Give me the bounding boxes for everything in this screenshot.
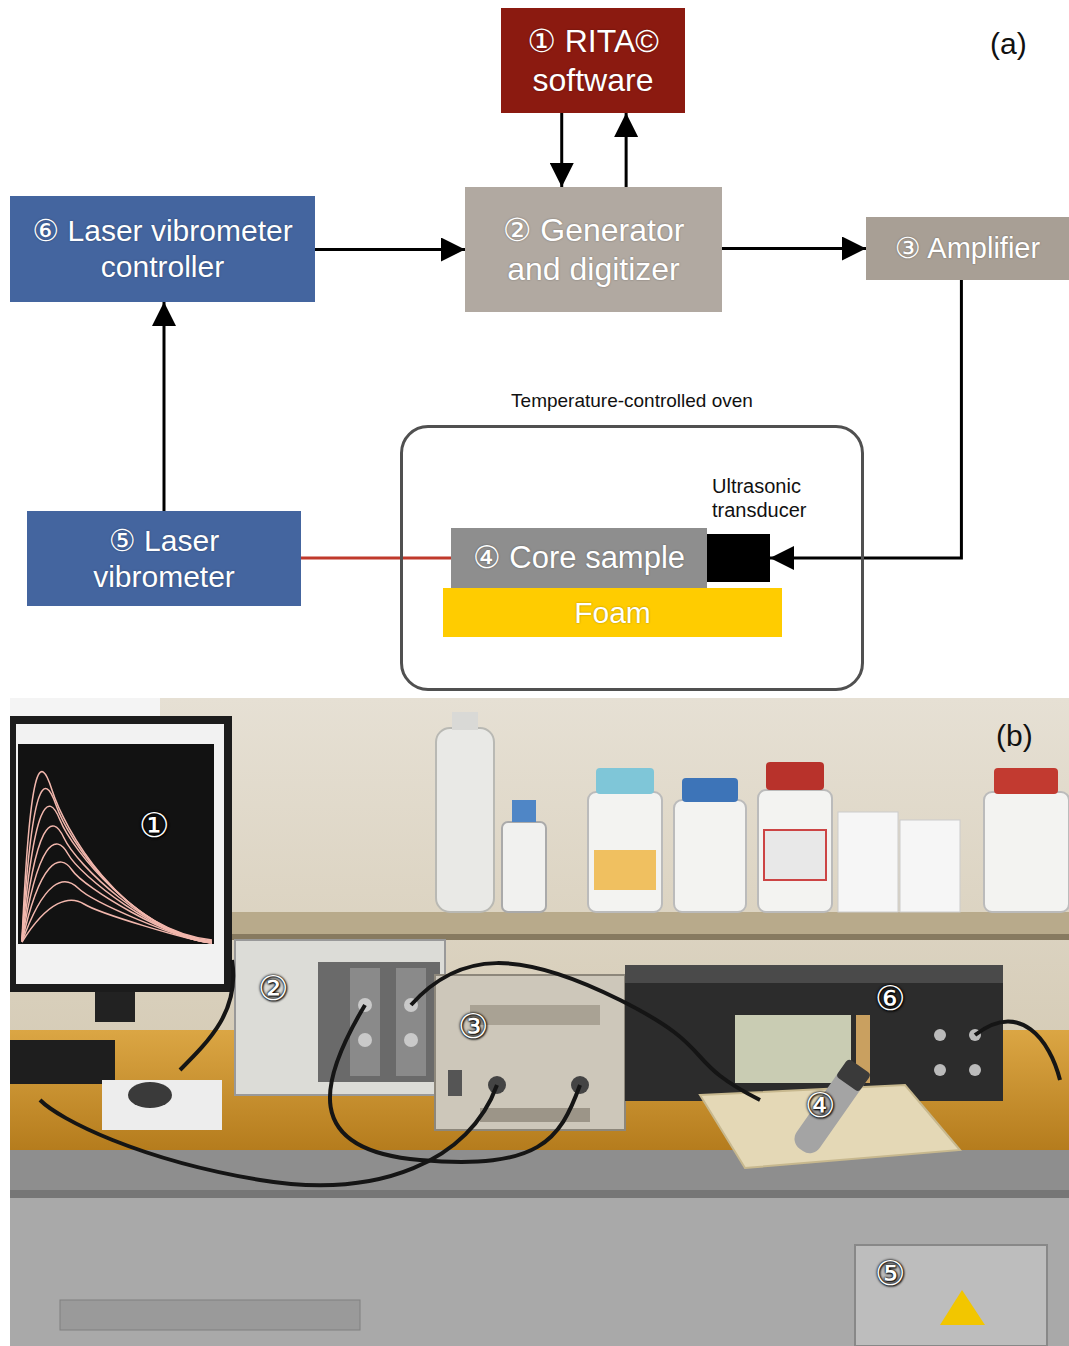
node-text: ① RITA© software [513,22,673,99]
process-box: ② Generator and digitizer [465,187,722,312]
photo-small-bottle [502,822,546,912]
photo-plot [18,744,214,944]
photo-bnc [358,1033,372,1047]
software-box: ① RITA© software [501,8,685,113]
node-text: ③ Amplifier [895,231,1040,266]
node-text: Foam [574,595,651,631]
photo-laser-warning [940,1290,985,1325]
photo-water-bottle [436,728,494,912]
callout-number: ③ [458,1006,488,1047]
node-text: ② Generator and digitizer [477,211,710,288]
photo-bottle-cap [512,800,536,822]
photo-monitor-stand [95,992,135,1022]
photo-wall [10,698,1069,1346]
photo-desk-drawer [60,1300,360,1330]
photo-bottle-label [764,830,826,880]
photo-shelf [225,912,1069,934]
photo-bottle-cap [682,778,738,802]
photo-bottle-cap [596,768,654,794]
photo-controller-top [625,965,1003,983]
photo-white-box [900,820,960,912]
photo-amp-switch [448,1070,462,1096]
device-box: ⑥ Laser vibrometer controller [10,196,315,302]
photo-screen [16,724,224,984]
foam-box: Foam [443,588,782,637]
photo-desk-edge [10,1150,1069,1190]
photo-fluka-bottle [588,792,662,912]
signal-arrow [315,248,465,251]
photo-sigma-bottle [984,792,1069,912]
photo-paper [102,1080,222,1130]
node-text: ⑥ Laser vibrometer controller [22,213,303,285]
panel-label: (a) [990,26,1027,62]
node-caption: Temperature-controlled oven [403,390,861,413]
photo-controller [625,965,1003,1101]
photo-bnc [934,1029,946,1041]
panel-label: (b) [996,718,1033,754]
signal-arrow [625,113,628,187]
transducer-block: Ultrasonic transducer [707,534,770,582]
photo-f-bottle [674,800,746,912]
photo-curves [22,772,212,943]
photo-bnc [404,1033,418,1047]
callout-number: ① [139,805,169,846]
device-box: ⑤ Laser vibrometer [27,511,301,606]
callout-number: ⑥ [875,978,905,1019]
signal-arrow [163,302,166,511]
photo-bottle-cap [452,712,478,730]
photo-laser-head [855,1245,1047,1346]
photo-bottle-cap [994,768,1058,794]
photo-core [790,1058,871,1158]
photo-bottle-cap [766,762,824,790]
callout-number: ④ [805,1085,835,1126]
callout-number: ② [258,968,288,1009]
photo-white-box [838,812,898,912]
photo-keyboard [10,1040,115,1084]
photo-acros-bottle [758,790,832,912]
signal-arrow [722,247,866,250]
photo-desk-gap [10,1190,1069,1198]
photo-desk-front [10,1190,1069,1346]
photo-monitor [10,716,232,992]
process-box: ③ Amplifier [866,217,1069,280]
photo-bnc [934,1064,946,1076]
signal-arrow [560,113,563,187]
photo-controller-screen [735,1015,851,1083]
photo-bnc [969,1064,981,1076]
node-text: ⑤ Laser vibrometer [39,523,289,595]
laser-beam [301,557,451,560]
photo-cables [40,960,1060,1185]
node-text: ④ Core sample [473,539,685,576]
sample-box: ④ Core sample [451,528,707,588]
oven-outline: Temperature-controlled oven④ Core sample… [400,425,864,691]
photo-ni-slot [396,968,426,1076]
callout-number: ⑤ [875,1253,905,1294]
photo-amp-vent [480,1108,590,1122]
photo-amp-panel [470,1005,600,1025]
photo-bottle-label [594,850,656,890]
node-caption: Ultrasonic transducer [712,474,837,522]
photo-mouse [128,1082,172,1108]
photo-ni-chassis [235,940,445,1095]
photo-amplifier [435,975,625,1130]
